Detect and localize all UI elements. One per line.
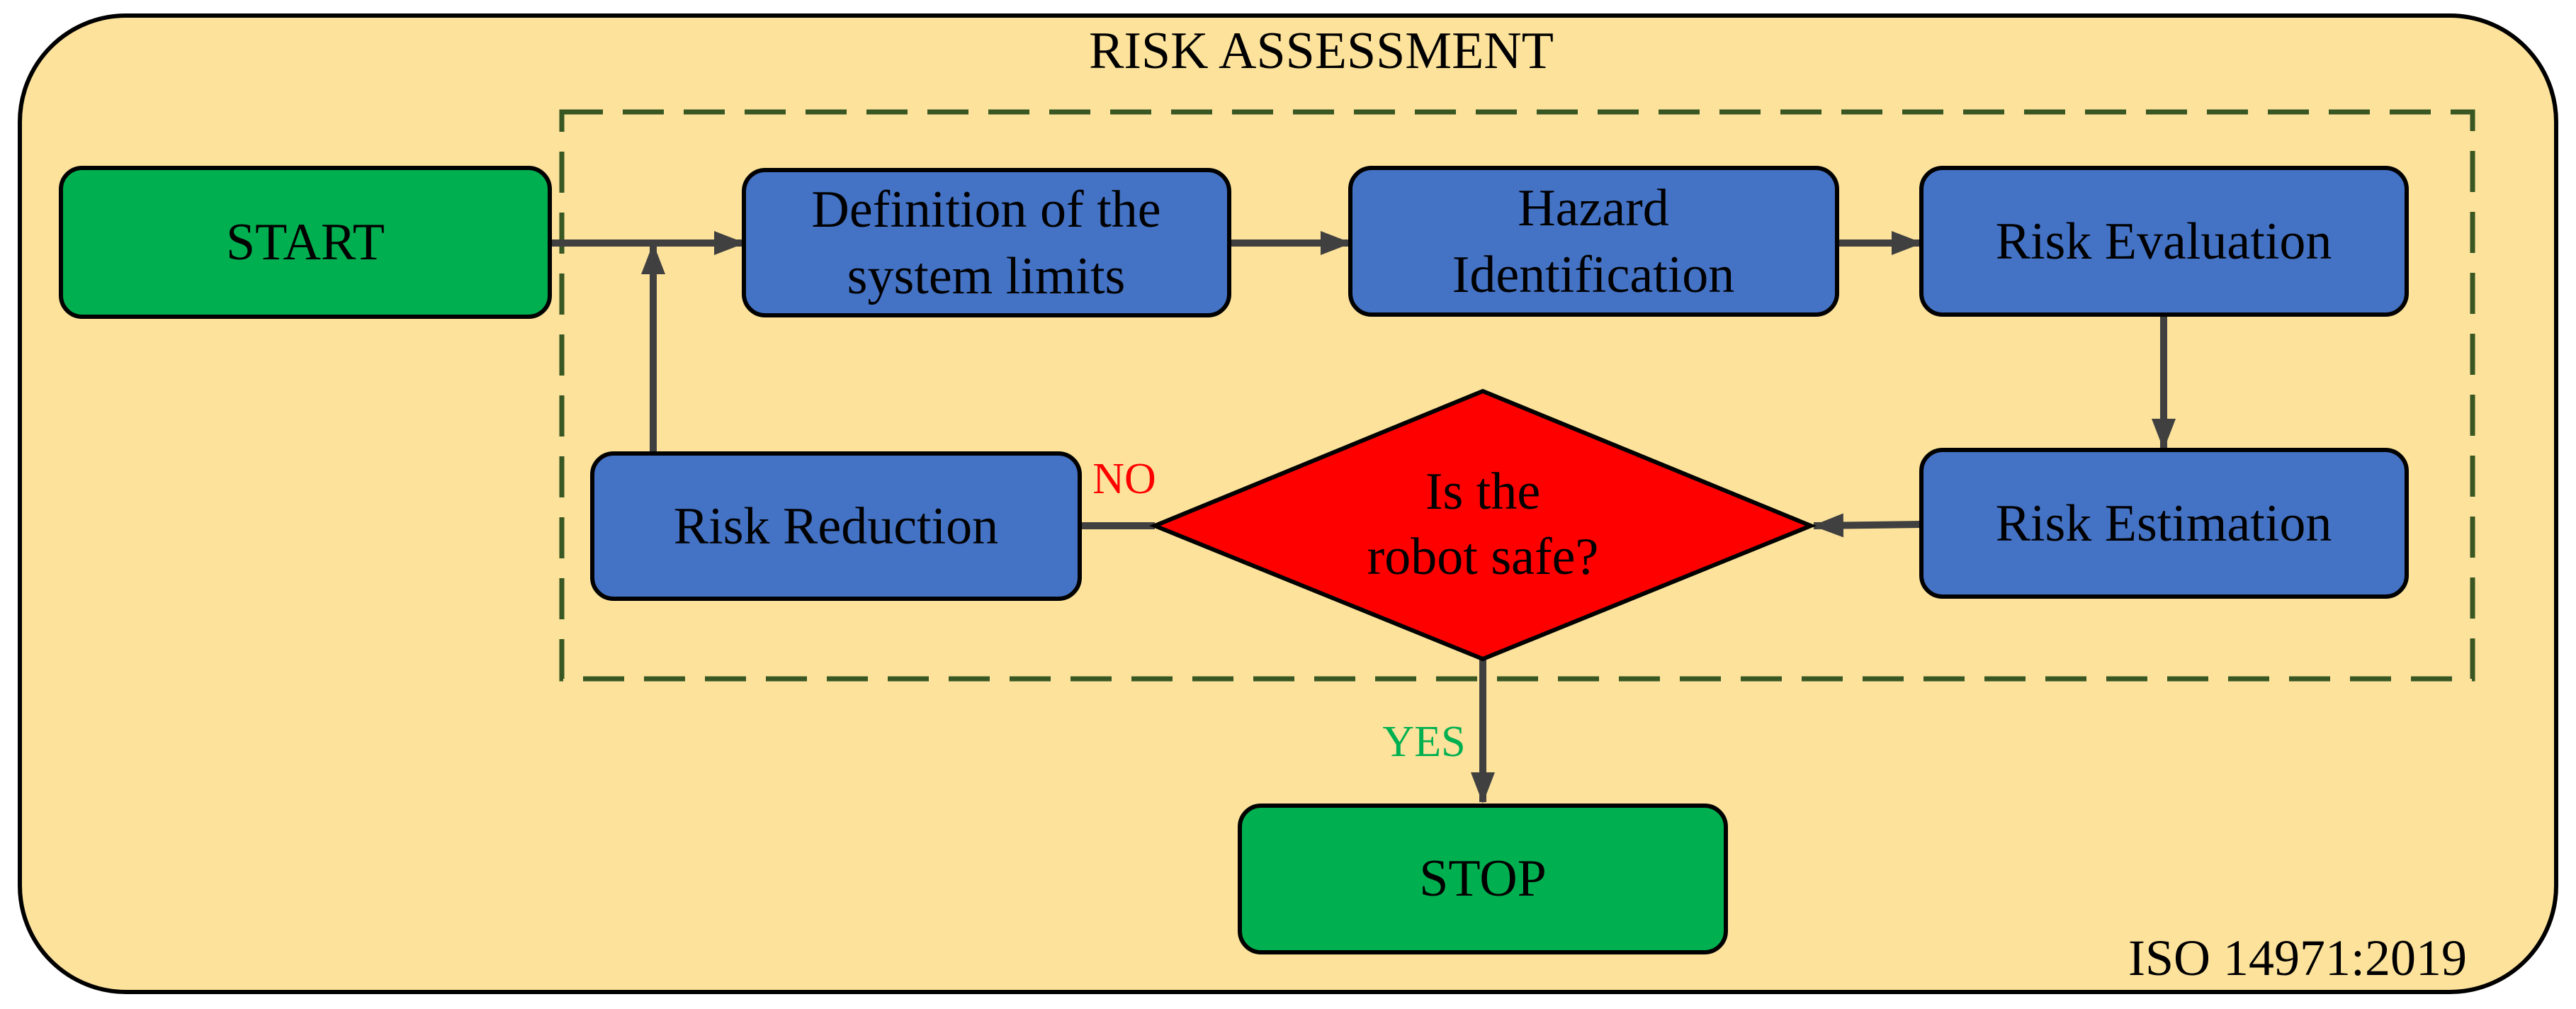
- definition-label-line2: system limits: [847, 247, 1126, 305]
- decision-label-line2: robot safe?: [1367, 528, 1599, 586]
- hazard-identification-node: Hazard Identification: [1348, 166, 1839, 317]
- panel-title: RISK ASSESSMENT: [1089, 22, 1554, 80]
- risk-evaluation-label: Risk Evaluation: [1996, 213, 2332, 271]
- start-node: START: [59, 166, 552, 319]
- hazard-label-line1: Hazard: [1518, 179, 1669, 237]
- decision-label-line1: Is the: [1425, 463, 1540, 521]
- risk-reduction-label: Risk Reduction: [674, 497, 998, 556]
- hazard-label-line2: Identification: [1452, 246, 1735, 304]
- arrow-estimation-to-decision: [1812, 513, 1922, 538]
- process-loop-boundary: [559, 109, 2475, 682]
- risk-evaluation-node: Risk Evaluation: [1919, 166, 2409, 317]
- risk-estimation-label: Risk Estimation: [1996, 495, 2332, 553]
- standard-reference: ISO 14971:2019: [2128, 930, 2467, 986]
- start-label: START: [226, 213, 385, 271]
- stop-node: STOP: [1238, 804, 1728, 954]
- no-edge-label: NO: [1092, 455, 1156, 503]
- definition-node: Definition of the system limits: [742, 168, 1231, 317]
- risk-reduction-node: Risk Reduction: [590, 451, 1082, 601]
- yes-edge-label: YES: [1382, 718, 1465, 766]
- stop-label: STOP: [1419, 850, 1547, 908]
- decision-node: Is the robot safe?: [1149, 388, 1817, 662]
- risk-estimation-node: Risk Estimation: [1919, 448, 2409, 599]
- definition-label-line1: Definition of the: [811, 181, 1160, 239]
